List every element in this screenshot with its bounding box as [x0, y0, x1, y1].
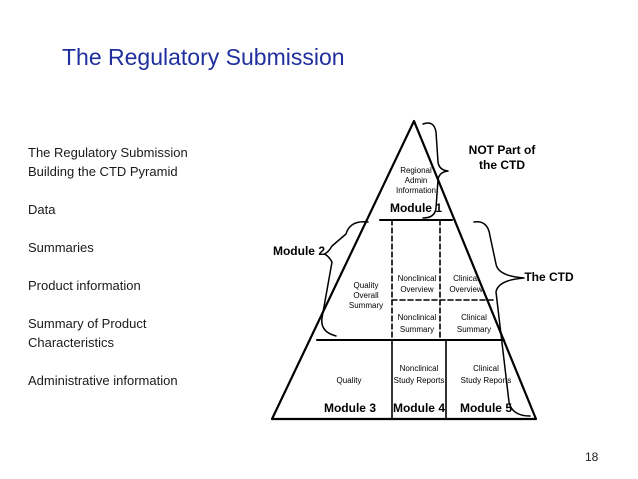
clinical-summary-text: Summary	[457, 325, 491, 334]
bullet-item: Administrative information	[28, 373, 178, 388]
nonclinical-study-reports-text: Nonclinical	[400, 364, 439, 373]
regional-admin-text: Regional	[400, 166, 432, 175]
pyramid-outline	[270, 119, 538, 421]
quality-overall-summary-text: Overall	[353, 291, 379, 300]
bullet-item: Data	[28, 202, 56, 217]
clinical-study-reports-text: Clinical	[473, 364, 499, 373]
clinical-study-reports-text: Study Reports	[461, 376, 512, 385]
module2-brace	[321, 221, 369, 337]
the-ctd-label: The CTD	[524, 270, 574, 284]
module3-label: Module 3	[324, 401, 376, 415]
ctd-brace	[473, 221, 531, 417]
nonclinical-study-reports-text: Study Reports	[394, 376, 445, 385]
nonclinical-overview-text: Nonclinical	[398, 274, 437, 283]
nonclinical-overview-text: Overview	[400, 285, 434, 294]
pyramid-lines	[270, 119, 538, 421]
quality-text: Quality	[337, 376, 362, 385]
clinical-overview-text: Overview	[449, 285, 483, 294]
quality-overall-summary-text: Quality	[354, 281, 379, 290]
not-part-label: NOT Part of	[469, 143, 537, 157]
nonclinical-summary-text: Summary	[400, 325, 434, 334]
bullet-item: Summary of Product Characteristics	[28, 316, 147, 350]
module1-label: Module 1	[390, 201, 442, 215]
not-part-brace	[422, 122, 449, 219]
module4-label: Module 4	[393, 401, 445, 415]
regional-admin-text: Admin	[405, 176, 428, 185]
quality-overall-summary-text: Summary	[349, 301, 383, 310]
ctd-pyramid-diagram: Regional Admin Information Module 1 Modu…	[270, 119, 574, 421]
not-part-label: the CTD	[479, 158, 525, 172]
bullet-item: Summaries	[28, 240, 94, 255]
slide-title: The Regulatory Submission	[62, 44, 345, 70]
clinical-summary-text: Clinical	[461, 313, 487, 322]
bullet-item: Product information	[28, 278, 141, 293]
nonclinical-summary-text: Nonclinical	[398, 313, 437, 322]
module5-label: Module 5	[460, 401, 512, 415]
regional-admin-text: Information	[396, 186, 436, 195]
bullet-list: The Regulatory Submission Building the C…	[28, 143, 228, 390]
bullet-item: The Regulatory Submission	[28, 145, 188, 160]
clinical-overview-text: Clinical	[453, 274, 479, 283]
bullet-item: Building the CTD Pyramid	[28, 164, 178, 179]
module2-label: Module 2	[273, 244, 325, 258]
page-number: 18	[585, 450, 599, 464]
